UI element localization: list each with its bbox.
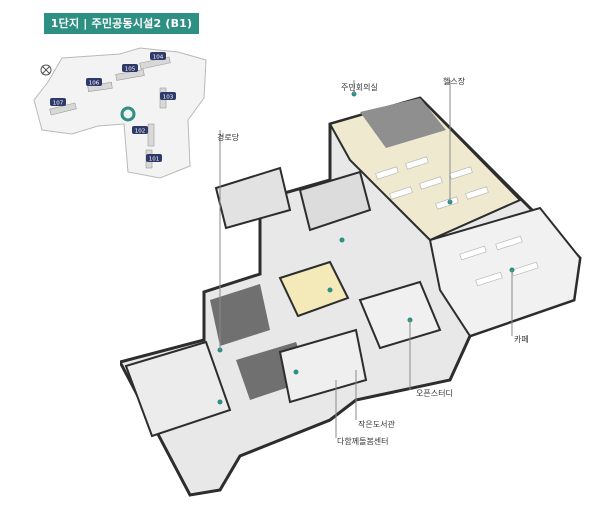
library-floor xyxy=(278,328,368,404)
svg-text:102: 102 xyxy=(135,129,146,135)
cafe-tables xyxy=(459,235,539,287)
lounge-floor xyxy=(278,260,350,318)
open-study-floor xyxy=(358,280,442,350)
label-small-library: 작은도서관 xyxy=(358,420,395,429)
leader-lines xyxy=(219,80,513,438)
svg-text:104: 104 xyxy=(153,55,164,61)
label-childcare-center: 다함께돌봄센터 xyxy=(337,437,389,446)
building-tag-107: 107 xyxy=(50,98,66,107)
floor-plan xyxy=(120,80,582,497)
svg-text:107: 107 xyxy=(53,101,64,107)
building-tag-106: 106 xyxy=(86,78,102,87)
building-tag-103: 103 xyxy=(160,92,176,101)
location-ring-icon xyxy=(120,106,136,122)
community-tables xyxy=(375,156,489,210)
senior-center-floor xyxy=(214,166,292,230)
label-open-study: 오픈스터디 xyxy=(416,389,453,398)
site-key-map: 104 105 106 107 103 102 101 xyxy=(33,47,207,179)
label-cafe: 카페 xyxy=(514,335,529,344)
svg-text:105: 105 xyxy=(125,67,136,73)
fitness-center-floor xyxy=(298,170,372,232)
building-tag-105: 105 xyxy=(122,64,138,73)
page-title: 1단지 | 주민공동시설2 (B1) xyxy=(44,13,199,34)
building-tag-104: 104 xyxy=(150,52,166,61)
building-tags: 104 105 106 107 103 102 101 xyxy=(50,52,176,163)
svg-text:106: 106 xyxy=(89,81,100,87)
cafe-area xyxy=(428,206,582,338)
svg-text:101: 101 xyxy=(149,157,160,163)
label-senior-center: 경로당 xyxy=(217,133,240,142)
dark-room-1 xyxy=(210,284,270,346)
childcare-floor xyxy=(124,340,232,438)
compass-icon xyxy=(40,64,52,76)
label-community-room: 주민회의실 xyxy=(341,83,378,92)
svg-text:103: 103 xyxy=(163,95,174,101)
stage-area xyxy=(360,98,446,148)
label-fitness-center: 헬스장 xyxy=(443,77,466,86)
building-tag-101: 101 xyxy=(146,154,162,163)
building-tag-102: 102 xyxy=(132,126,148,135)
